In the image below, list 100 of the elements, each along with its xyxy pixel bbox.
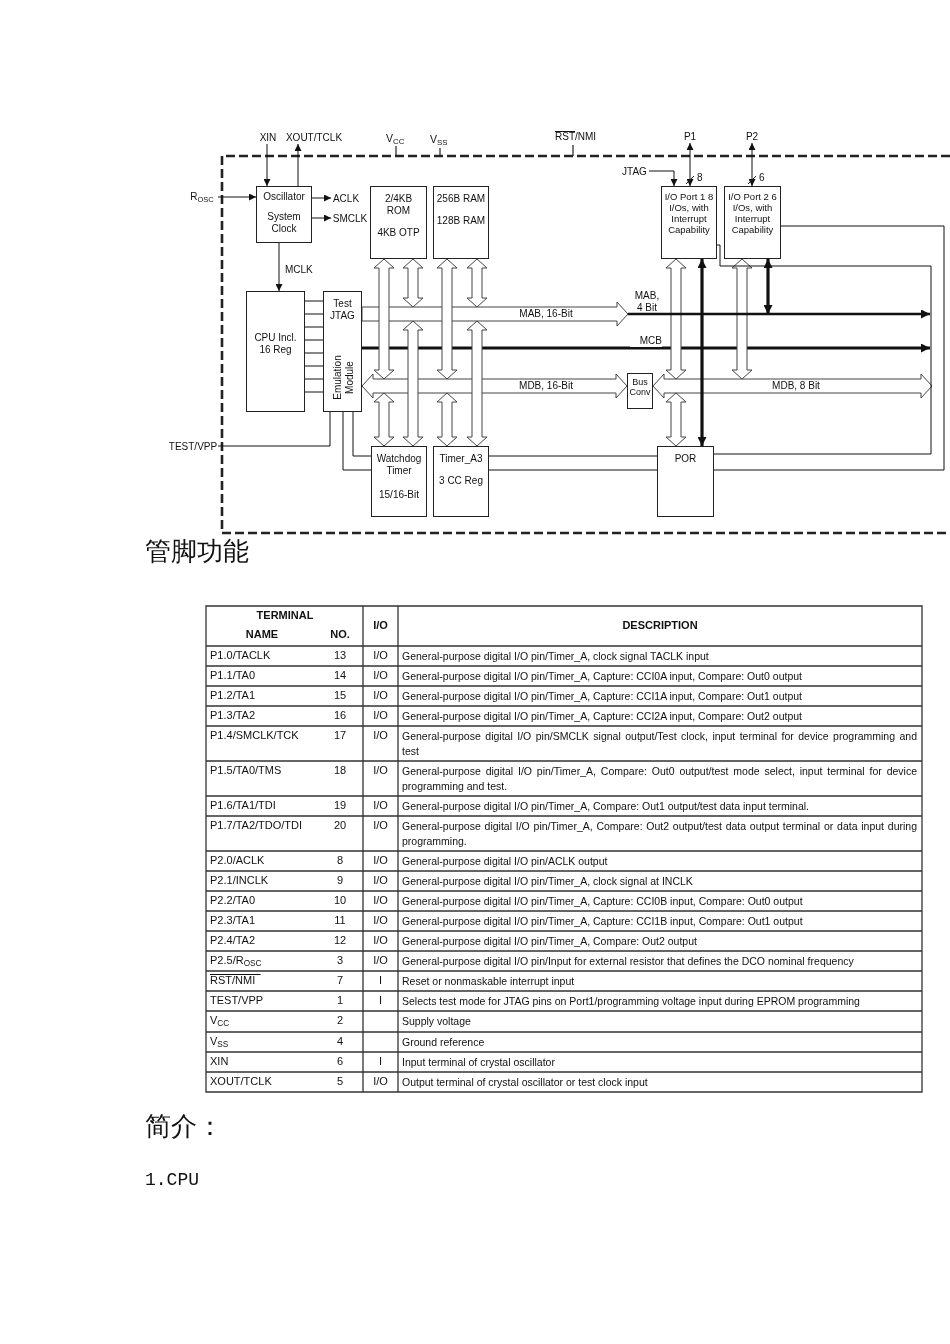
terminal-name: P1.4/SMCLK/TCK (210, 729, 300, 743)
terminal-name: XIN (210, 1055, 230, 1069)
bus-arrow (466, 320, 488, 447)
block-label: 4KB OTP (376, 227, 421, 239)
pin-number: 17 (332, 729, 348, 743)
arrow (362, 343, 930, 353)
pin-description: Input terminal of crystal oscillator (402, 1055, 556, 1070)
bus-arrow (436, 258, 458, 380)
connector-line (713, 244, 932, 455)
terminal-name: TEST/VPP (210, 994, 265, 1008)
pin-description: Reset or nonmaskable interrupt input (402, 974, 576, 989)
clock-block (256, 186, 312, 243)
io-type: I/O (372, 854, 389, 868)
io-type: I/O (372, 709, 389, 723)
pin-description: Ground reference (402, 1035, 486, 1050)
pin-description: Output terminal of crystal oscillator or test clock input (402, 1075, 649, 1090)
io-type: I/O (372, 934, 389, 948)
pin-description: General-purpose digital I/O pin/Timer_A, clock signal TACLK input (402, 649, 710, 664)
pin-label: RST/NMI (555, 131, 599, 143)
port-block (724, 186, 781, 259)
terminal-name: P1.1/TA0 (210, 669, 257, 683)
bus-width-label: 8 (697, 172, 704, 184)
io-type: I/O (372, 729, 389, 743)
block-label: CPU Incl. 16 Reg (253, 332, 298, 355)
connector-line (304, 300, 324, 393)
arrow (763, 259, 773, 314)
pin-label: R$_{OSC}$ (186, 189, 218, 204)
block-label: 2/4KB ROM (383, 193, 414, 216)
pin-label: V$_{SS}$ (430, 133, 449, 146)
io-type: I/O (372, 649, 389, 663)
pin-description: General-purpose digital I/O pin/Timer_A, Compare: Out1 output/test data input terminal. (402, 799, 810, 814)
arrow (294, 143, 302, 187)
reset-block (657, 446, 714, 517)
block-label: I/O Port 1 8 I/Os, with Interrupt Capability (663, 192, 715, 236)
cpu-block (246, 291, 305, 412)
terminal-name: P1.7/TA2/TDO/TDI (210, 819, 304, 833)
block-label: 128B RAM (435, 215, 487, 227)
pin-description: General-purpose digital I/O pin/Timer_A, Capture: CCI2A input, Compare: Out2 output (402, 709, 803, 724)
arrow (311, 194, 332, 202)
section-heading: 1.CPU (145, 1170, 200, 1192)
pin-number: 3 (335, 954, 345, 968)
pin-number: 18 (332, 764, 348, 778)
pin-number: 8 (335, 854, 345, 868)
pin-number: 4 (335, 1035, 345, 1049)
io-type: I/O (372, 914, 389, 928)
bus-arrow (665, 258, 687, 380)
timer-block (371, 446, 427, 517)
connector-line (488, 455, 658, 457)
block-label: POR (673, 453, 698, 465)
terminal-name: P1.5/TA0/TMS (210, 764, 283, 778)
bus-arrow (373, 258, 395, 380)
block-label: Bus Conv (628, 377, 652, 398)
bus-arrow (466, 258, 488, 308)
emulation-block (323, 291, 362, 412)
terminal-name: P2.5/R$_{OSC}$ (210, 954, 263, 968)
signal-label: ACLK (331, 192, 361, 205)
bus-arrow (731, 258, 753, 380)
bus-label: MAB, 4 Bit (633, 290, 661, 314)
pin-number: 10 (332, 894, 348, 908)
pin-number: 14 (332, 669, 348, 683)
io-type: I/O (372, 799, 389, 813)
terminal-name: V$_{SS}$ (210, 1035, 230, 1049)
terminal-name: P2.2/TA0 (210, 894, 257, 908)
signal-label: SMCLK (331, 212, 369, 225)
pin-label: V$_{CC}$ (386, 132, 406, 145)
section-heading: 管脚功能 (145, 536, 250, 568)
bus-arrow (665, 392, 687, 447)
bus-arrow (402, 258, 424, 308)
block-label: 15/16-Bit (378, 489, 420, 501)
connector-line (342, 411, 372, 471)
pin-description: General-purpose digital I/O pin/Input for external resistor that defines the DCO nominal frequency (402, 954, 855, 969)
column-header: NO. (329, 628, 351, 642)
arrow (648, 170, 678, 187)
connector-line (713, 225, 945, 471)
converter-block (627, 373, 653, 409)
pin-label: XIN (255, 131, 281, 144)
pin-number: 6 (335, 1055, 345, 1069)
arrow (686, 142, 694, 187)
pin-number: 20 (332, 819, 348, 833)
column-header: I/O (372, 619, 389, 633)
pin-number: 2 (335, 1014, 345, 1028)
pin-description: General-purpose digital I/O pin/ACLK output (402, 854, 609, 869)
io-type: I (377, 974, 384, 988)
io-type: I/O (372, 819, 389, 833)
pin-description: General-purpose digital I/O pin/Timer_A, Compare: Out0 output/test mode select, input terminal for device programming and test. (402, 764, 917, 794)
bus-arrow (436, 392, 458, 447)
terminal-name: P1.0/TACLK (210, 649, 272, 663)
pin-number: 7 (335, 974, 345, 988)
arrow (697, 259, 707, 446)
signal-label: JTAG (620, 165, 649, 178)
pin-number: 5 (335, 1075, 345, 1089)
terminal-name: P1.3/TA2 (210, 709, 257, 723)
terminal-name: P2.0/ACLK (210, 854, 266, 868)
pin-number: 12 (332, 934, 348, 948)
terminal-name: P1.6/TA1/TDI (210, 799, 277, 813)
arrow (263, 143, 271, 187)
io-type: I/O (372, 689, 389, 703)
arrow (217, 193, 257, 201)
timer-block (433, 446, 489, 517)
pin-number: 13 (332, 649, 348, 663)
